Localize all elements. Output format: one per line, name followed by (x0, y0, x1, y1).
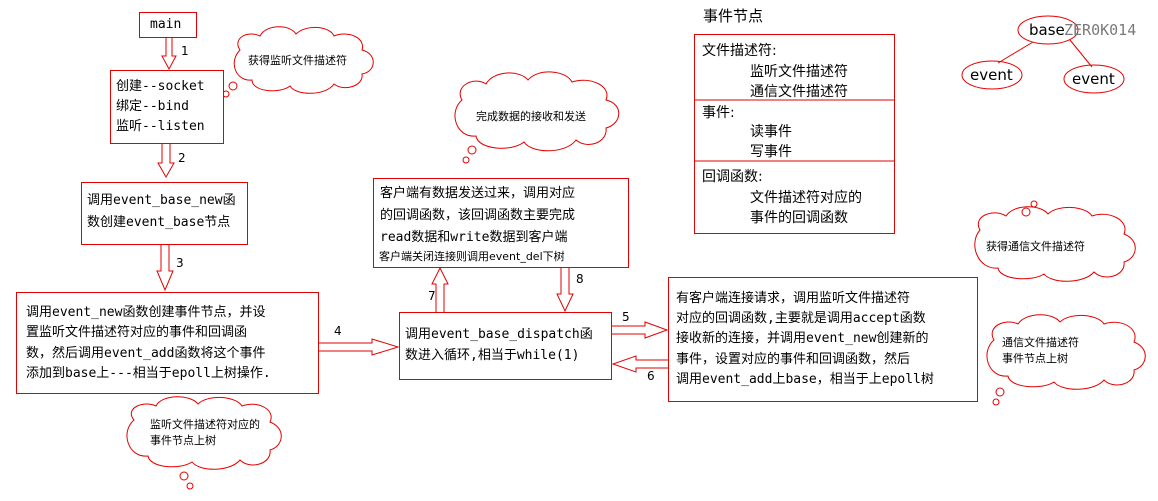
step-3-label: 3 (176, 256, 184, 270)
event-new-line-3: 数，然后调用event_add函数将这个事件 (26, 346, 266, 361)
cloud-listen-fd-node (126, 396, 282, 490)
main-box: main (139, 12, 197, 38)
cloud-recv-send (454, 71, 620, 164)
step-2-label: 2 (178, 151, 186, 165)
event-label: 事件: (702, 105, 735, 121)
accept-line-2: 对应的回调函数,主要就是调用accept函数 (676, 311, 926, 326)
client-data-line-1: 客户端有数据发送过来，调用对应 (380, 186, 576, 201)
fd-item-comm: 通信文件描述符 (750, 84, 848, 100)
arrow-1 (161, 38, 177, 71)
tree-right-label: event (1072, 70, 1115, 88)
arrow-5 (612, 321, 669, 339)
cloud-get-comm-fd-text: 获得通信文件描述符 (986, 240, 1085, 253)
client-data-line-3: read数据和write数据到客户端 (380, 230, 568, 245)
cloud-get-comm-fd (974, 200, 1136, 282)
event-item-write: 写事件 (750, 144, 792, 160)
arrow-3 (156, 245, 174, 292)
event-new-box: 调用event_new函数创建事件节点，并设 置监听文件描述符对应的事件和回调函… (16, 292, 319, 394)
callback-item-1: 文件描述符对应的 (750, 190, 862, 206)
main-label: main (150, 17, 182, 32)
base-new-line-1: 调用event_base_new函 (87, 193, 236, 208)
cloud-comm-fd-node-text-1: 通信文件描述符 (1002, 336, 1079, 349)
arrow-8 (556, 268, 574, 313)
cloud-listen-fd-node-text-2: 事件节点上树 (150, 434, 216, 447)
arrow-2 (157, 143, 175, 179)
accept-box: 有客户端连接请求，调用监听文件描述符 对应的回调函数,主要就是调用accept函… (668, 277, 978, 402)
step-1-label: 1 (181, 44, 189, 58)
arrow-7 (431, 266, 449, 312)
event-new-line-1: 调用event_new函数创建事件节点，并设 (26, 305, 266, 320)
client-close-line: 客户端关闭连接则调用event_del下树 (379, 250, 565, 263)
cloud-get-listen-fd (222, 26, 374, 98)
arrow-4 (319, 338, 400, 356)
dispatch-line-2: 数进入循环,相当于while(1) (405, 348, 580, 363)
event-base-new-box: 调用event_base_new函 数创建event_base节点 (81, 182, 248, 245)
cloud-comm-fd-node (986, 314, 1146, 406)
tree-root-label: base (1029, 21, 1065, 39)
socket-bind-listen-box: 创建--socket 绑定--bind 监听--listen (110, 70, 224, 144)
cloud-comm-fd-node-text-2: 事件节点上树 (1002, 352, 1068, 365)
cloud-get-listen-fd-text: 获得监听文件描述符 (248, 54, 347, 67)
step-8-label: 8 (576, 272, 584, 286)
client-data-box: 客户端有数据发送过来，调用对应 的回调函数，该回调函数主要完成 read数据和w… (373, 178, 629, 268)
tree-node-base (1017, 15, 1079, 45)
base-new-line-2: 数创建event_base节点 (87, 215, 231, 230)
socket-line: 创建--socket (116, 79, 205, 94)
dispatch-box: 调用event_base_dispatch函 数进入循环,相当于while(1) (399, 312, 612, 380)
listen-line: 监听--listen (116, 119, 205, 134)
step-7-label: 7 (428, 289, 436, 303)
tree-node-event-right (1063, 64, 1125, 94)
step-6-label: 6 (647, 369, 655, 383)
accept-line-1: 有客户端连接请求，调用监听文件描述符 (676, 291, 911, 306)
fd-item-listen: 监听文件描述符 (750, 64, 848, 80)
event-new-line-2: 置监听文件描述符对应的事件和回调函 (26, 325, 248, 340)
callback-item-2: 事件的回调函数 (750, 210, 848, 226)
event-new-line-4: 添加到base上---相当于epoll上树操作. (26, 366, 271, 381)
accept-line-4: 事件，设置对应的事件和回调函数，然后 (676, 352, 911, 367)
event-node-title: 事件节点 (703, 7, 764, 25)
step-5-label: 5 (622, 310, 630, 324)
watermark: ZER0K014 (1064, 21, 1137, 39)
cloud-recv-send-text: 完成数据的接收和发送 (476, 110, 586, 123)
tree-node-event-left (961, 60, 1023, 90)
cloud-listen-fd-node-text-1: 监听文件描述符对应的 (150, 418, 260, 431)
bind-line: 绑定--bind (116, 99, 189, 114)
accept-line-5: 调用event_add上base，相当于上epoll树 (676, 372, 934, 387)
arrow-6 (611, 355, 669, 373)
dispatch-line-1: 调用event_base_dispatch函 (405, 327, 593, 342)
client-data-line-2: 的回调函数，该回调函数主要完成 (380, 208, 576, 223)
step-4-label: 4 (334, 324, 342, 338)
tree-left-label: event (970, 66, 1013, 84)
fd-label: 文件描述符: (702, 43, 777, 59)
accept-line-3: 接收新的连接，并调用event_new创建新的 (676, 331, 929, 346)
event-node-table: 文件描述符: 监听文件描述符 通信文件描述符 事件: 读事件 写事件 回调函数:… (694, 34, 895, 234)
callback-label: 回调函数: (702, 169, 763, 185)
event-item-read: 读事件 (750, 124, 792, 140)
